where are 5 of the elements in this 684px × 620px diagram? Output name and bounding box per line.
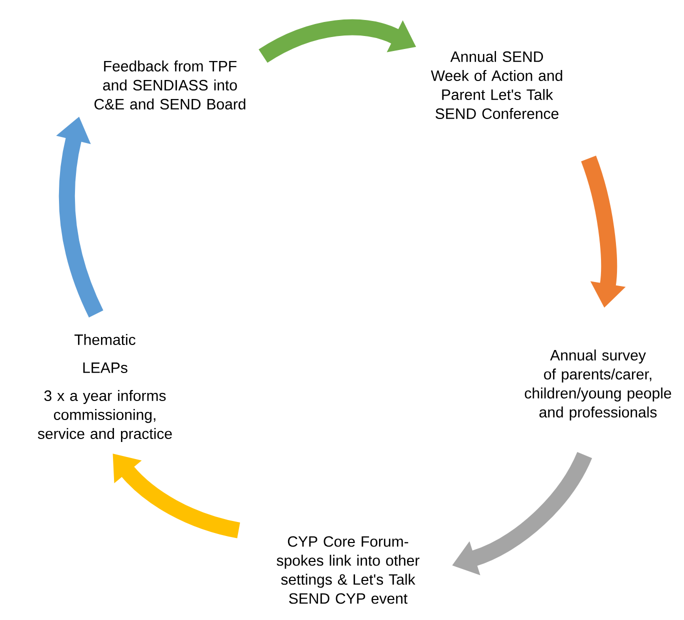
cycle-step-text: Feedback from TPF and SENDIASS into C&E and SEND Board (94, 60, 246, 110)
cycle-step-text: Thematic LEAPs 3 x a year informs commissioning, service and practice (38, 334, 172, 442)
cycle-step-text: CYP Core Forum- spokes link into other settings & Let's Talk SEND CYP event (276, 536, 420, 604)
cycle-step-text: Annual SEND Week of Action and Parent Let's Talk SEND Conference (430, 51, 562, 119)
cycle-step-text: Annual survey of parents/carer, children/young people and professionals (524, 350, 672, 420)
